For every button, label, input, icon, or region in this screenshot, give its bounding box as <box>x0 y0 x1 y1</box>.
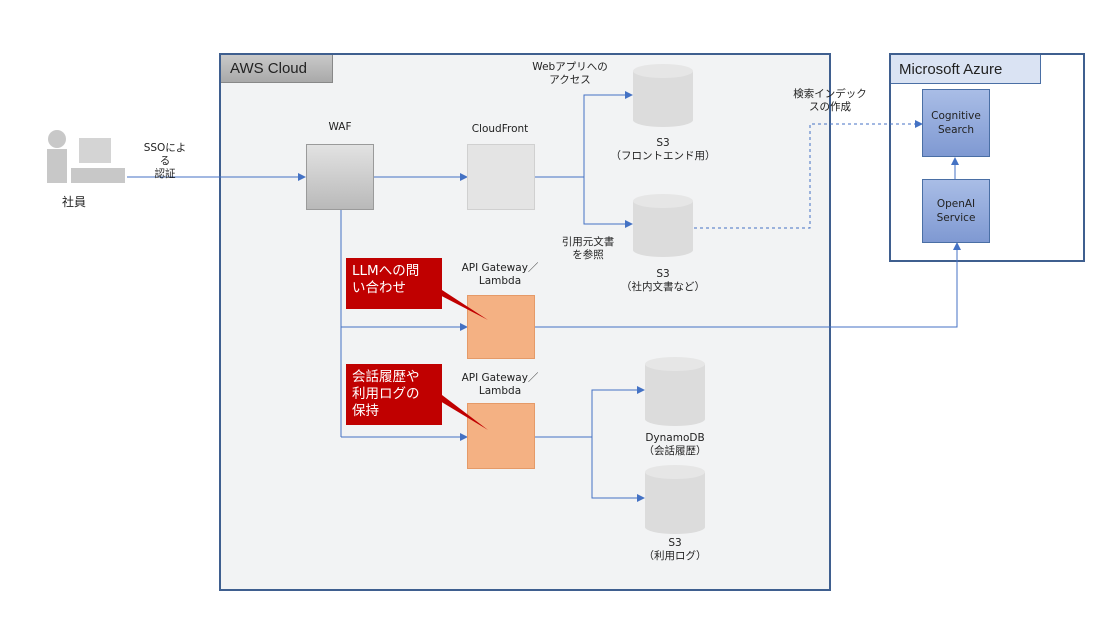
s3-logs-cylinder <box>645 465 705 534</box>
cognitive-search-box: Cognitive Search <box>922 89 990 157</box>
waf-box <box>306 144 374 210</box>
arrow-to-s3-logs <box>591 437 645 502</box>
callout-history-logs: 会話履歴や 利用ログの 保持 <box>346 364 442 425</box>
employee-label: 社員 <box>61 195 86 209</box>
arrow-api1-to-openai <box>535 242 961 328</box>
s3-docs-cylinder <box>633 194 693 257</box>
s3-docs-label: S3 （社内文書など） <box>621 268 705 293</box>
callout-pointer-2 <box>430 395 488 430</box>
dynamodb-label: DynamoDB （会話履歴） <box>643 432 707 457</box>
waf-label: WAF <box>328 121 352 133</box>
callout-llm-query: LLMへの問 い合わせ <box>346 258 442 309</box>
api-gateway-lambda-label-1: API Gateway／ Lambda <box>461 262 539 287</box>
sso-auth-label: SSOによる 認証 <box>143 142 187 180</box>
arrow-to-s3-frontend <box>583 91 633 177</box>
dynamodb-cylinder <box>645 357 705 426</box>
azure-title: Microsoft Azure <box>891 55 1041 84</box>
api-gateway-lambda-box-1 <box>467 295 535 359</box>
s3-frontend-cylinder <box>633 64 693 127</box>
openai-service-box: OpenAI Service <box>922 179 990 243</box>
api-gateway-lambda-label-2: API Gateway／ Lambda <box>461 372 539 397</box>
arrow-to-dynamodb <box>591 386 645 437</box>
cloudfront-label: CloudFront <box>471 123 529 135</box>
web-app-access-label: Webアプリへの アクセス <box>532 61 608 86</box>
cite-source-label: 引用元文書 を参照 <box>561 236 615 261</box>
s3-logs-label: S3 （利用ログ） <box>643 537 707 562</box>
api-gateway-lambda-box-2 <box>467 403 535 469</box>
arrow-index-creation <box>694 120 923 229</box>
aws-cloud-title: AWS Cloud <box>221 55 333 83</box>
employee-user-icon <box>47 130 125 183</box>
cloudfront-box <box>467 144 535 210</box>
index-creation-label: 検索インデック スの作成 <box>793 88 867 113</box>
callout-pointer-1 <box>430 290 488 320</box>
arrow-to-s3-docs <box>583 177 633 228</box>
s3-frontend-label: S3 （フロントエンド用） <box>610 137 716 162</box>
